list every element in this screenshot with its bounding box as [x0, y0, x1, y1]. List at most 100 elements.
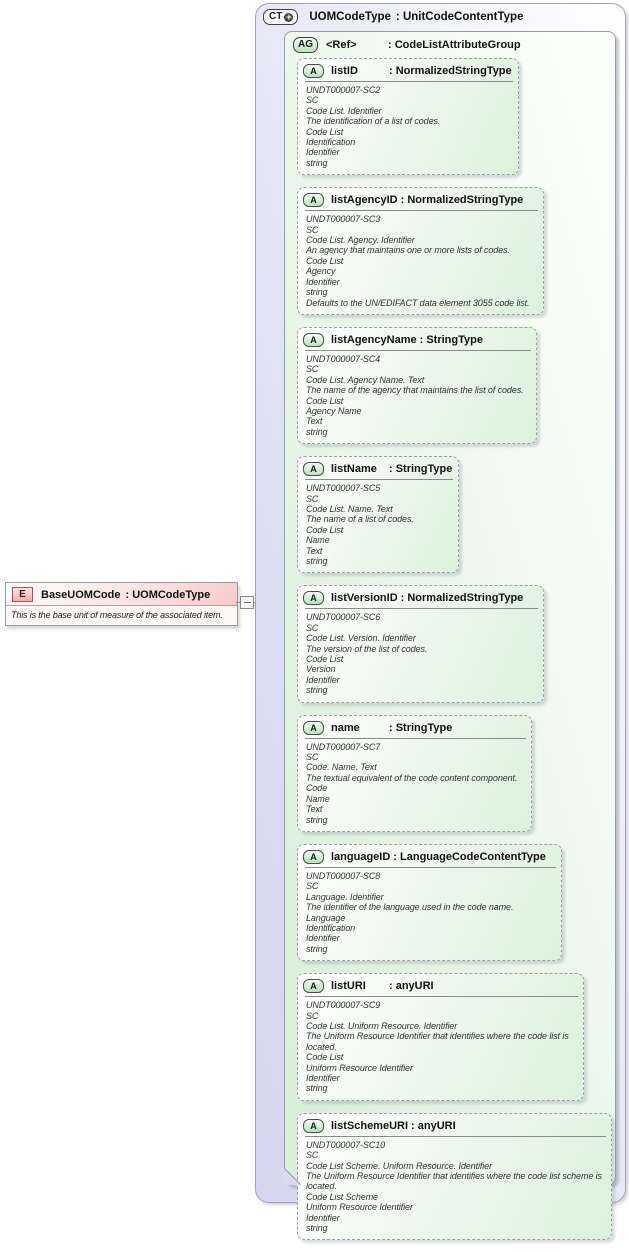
attribute-doc-line: SC [306, 622, 319, 633]
attribute-type: : NormalizedStringType [389, 65, 512, 77]
attribute-icon: A [303, 1118, 324, 1133]
attribute-type: : anyURI [411, 1119, 456, 1132]
complex-type-box-uomcodetype: CT+ UOMCodeType: UnitCodeContentType AG … [255, 3, 626, 1241]
attribute-doc-line: Text [306, 545, 323, 556]
attribute-icon: A [303, 720, 324, 735]
connector-handle-icon[interactable] [240, 596, 254, 609]
attribute-name: languageID [331, 850, 391, 863]
attribute-doc-line: SC [306, 1010, 319, 1021]
attribute-name: listName [331, 463, 377, 476]
attribute-doc-line: Code List. Identifier [306, 105, 382, 116]
attribute-doc-line: Code List [306, 654, 344, 665]
attribute-doc-line: SC [306, 364, 319, 375]
attribute-doc-line: The textual equivalent of the code conte… [306, 772, 518, 783]
attribute-doc-line: Uniform Resource Identifier [306, 1202, 413, 1213]
attribute-doc-line: string [306, 287, 328, 298]
attribute-group-header[interactable]: AG <Ref> : CodeListAttributeGroup [293, 37, 521, 53]
attribute-separator [305, 81, 513, 82]
attribute-doc-line: UNDT000007-SC10 [306, 1139, 386, 1150]
complex-type-title: UOMCodeType: UnitCodeContentType [309, 11, 523, 23]
attribute-doc-line: The identifier of the language used in t… [306, 902, 514, 913]
attribute-separator [305, 866, 556, 868]
attribute-doc-line: string [306, 1083, 328, 1094]
attribute-doc-line: Name [306, 535, 330, 546]
attribute-doc-line: Identifier [306, 1212, 340, 1223]
attribute-name: listVersionID [331, 592, 398, 605]
attribute-doc-line: Name [306, 793, 330, 804]
attribute-doc-line: Defaults to the UN/EDIFACT data element … [306, 297, 530, 308]
attribute-doc-line: Code List [306, 255, 344, 266]
attribute-doc-line: string [306, 426, 328, 437]
attribute-doc-line: string [306, 1223, 328, 1234]
minus-icon [243, 602, 251, 603]
attribute-icon: A [303, 462, 324, 477]
attribute-doc-line: Identifier [306, 1073, 340, 1083]
attribute-doc-line: Agency Name [306, 405, 362, 416]
attribute-doc-line: string [306, 814, 328, 825]
attribute-doc-line: Code List [306, 395, 344, 406]
attribute-doc-line: Code List Scheme. Uniform Resource. Iden… [306, 1160, 492, 1171]
attribute-name: listAgencyName [331, 333, 417, 346]
element-type: : UOMCodeType [125, 588, 211, 601]
complex-type-header[interactable]: CT+ UOMCodeType: UnitCodeContentType [263, 9, 523, 25]
attribute-separator [305, 608, 538, 610]
attribute-doc-line: Code List. Name. Text [306, 503, 393, 514]
attribute-doc-line: Code List [306, 126, 344, 137]
attribute-doc-line: Identifier [306, 674, 340, 685]
attribute-type: : StringType [389, 721, 453, 734]
attribute-doc-line: UNDT000007-SC6 [306, 612, 381, 623]
attribute-name: listURI [331, 980, 366, 993]
attribute-doc-line: Identifier [306, 276, 340, 287]
attribute-doc-line: The Uniform Resource Identifier that ide… [306, 1031, 569, 1052]
attribute-name: listSchemeURI [331, 1119, 409, 1132]
attribute-separator [305, 210, 538, 212]
attribute-doc-line: The name of a list of codes. [306, 514, 414, 525]
attribute-doc-line: The version of the list of codes. [306, 643, 428, 654]
element-header[interactable]: E BaseUOMCode : UOMCodeType [6, 583, 237, 605]
complex-type-icon: CT+ [263, 9, 299, 25]
attribute-doc-line: Text [306, 416, 323, 427]
attribute-doc-line: The identification of a list of codes. [306, 116, 441, 127]
attribute-group-name: <Ref> [326, 39, 357, 51]
attribute-doc-line: UNDT000007-SC7 [306, 741, 381, 752]
element-box-baseuomcode[interactable]: E BaseUOMCode : UOMCodeType This is the … [5, 582, 238, 626]
attribute-doc-line: SC [306, 224, 319, 235]
attribute-doc-line: Code List. Agency. Identifier [306, 235, 415, 246]
attribute-doc-line: UNDT000007-SC5 [306, 483, 381, 494]
attribute-doc-line: UNDT000007-SC8 [306, 870, 381, 881]
attribute-type: : NormalizedStringType [400, 194, 524, 207]
attribute-doc-line: Language. Identifier [306, 891, 384, 902]
attribute-doc-line: Language [306, 912, 346, 923]
attribute-name: listID [331, 65, 358, 77]
attribute-doc-line: SC [306, 1150, 319, 1161]
attribute-doc-line: SC [306, 493, 319, 504]
attribute-doc-line: string [306, 556, 328, 566]
